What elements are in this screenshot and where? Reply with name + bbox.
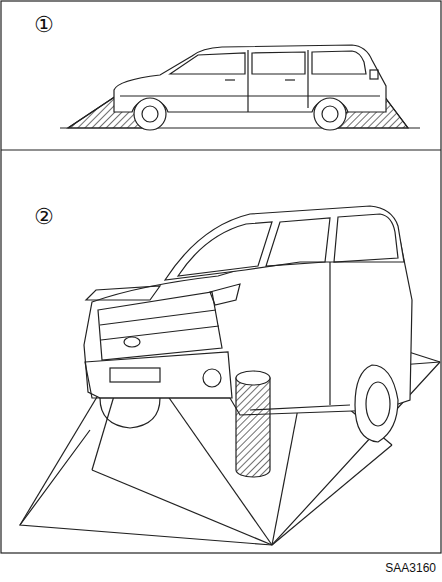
callout-number: ①: [34, 14, 54, 36]
figure-code: SAA3160: [385, 562, 436, 574]
callout-number: ②: [34, 206, 54, 228]
